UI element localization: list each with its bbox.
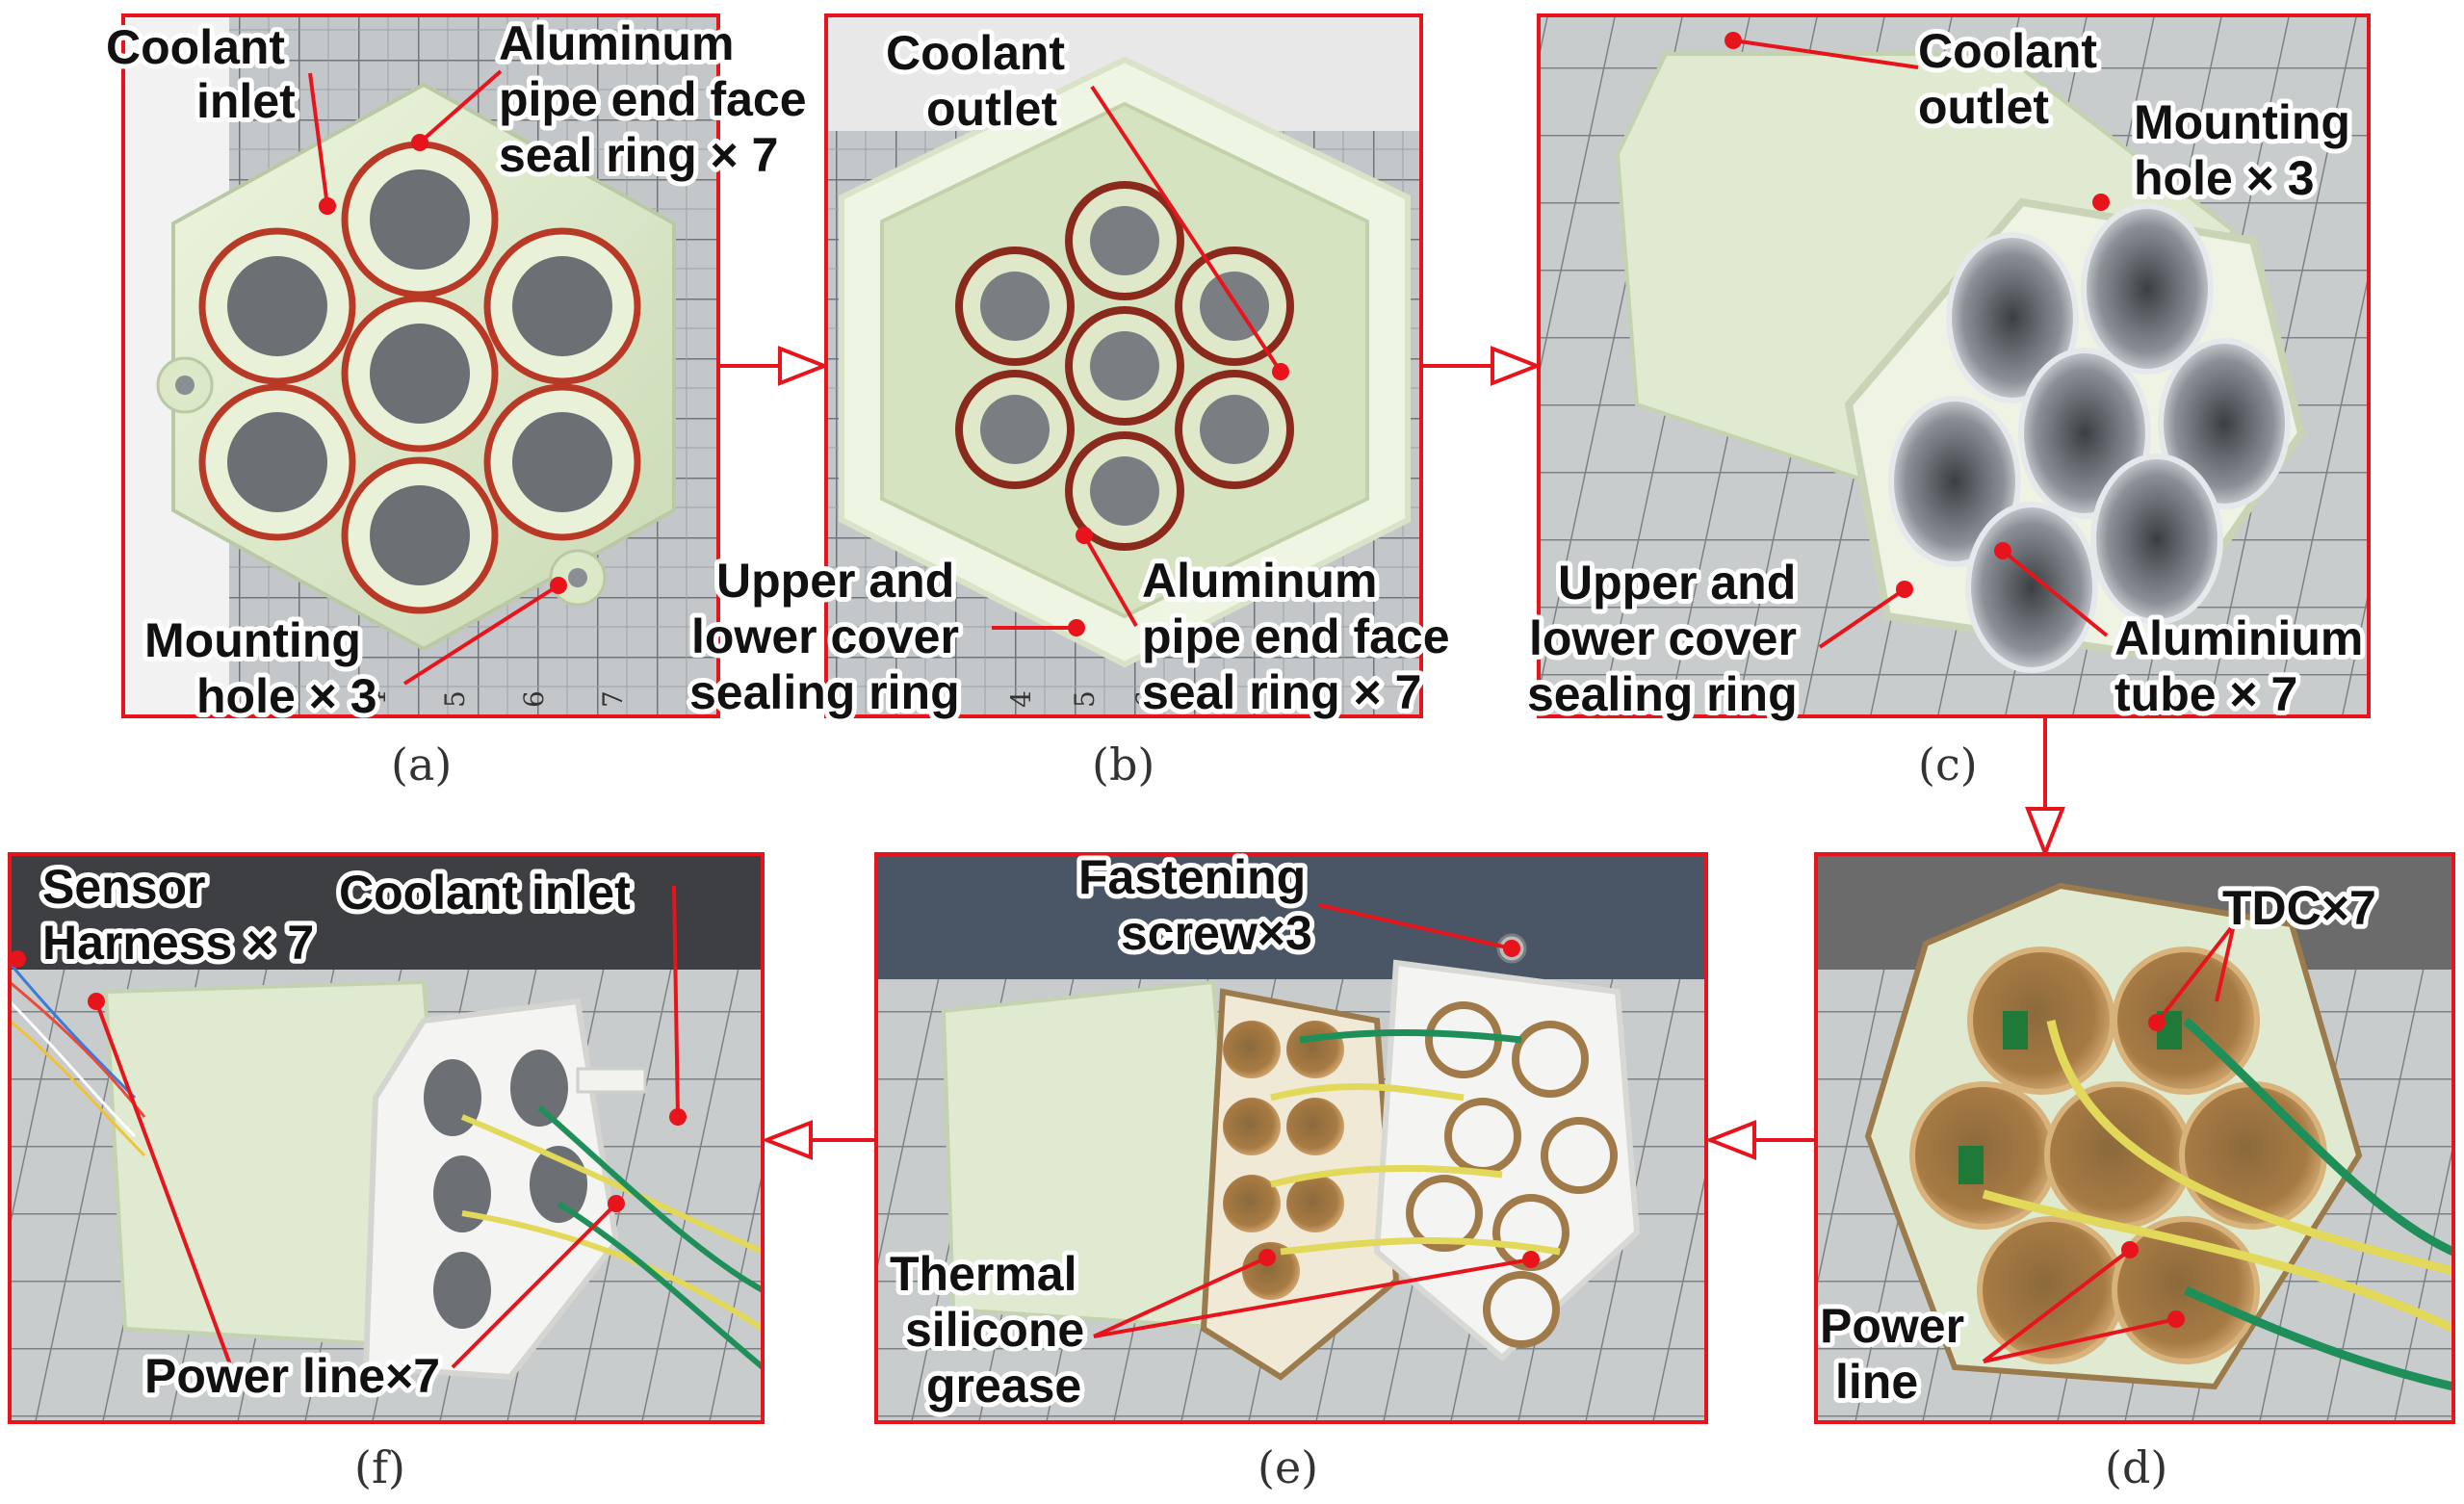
label-fastening-screw-line2: screw×3 bbox=[1121, 906, 1312, 960]
arrow-a-to-b bbox=[718, 346, 830, 386]
label-cover-seal-line3: sealing ring bbox=[689, 665, 960, 719]
label-cover-seal-line1: Upper and bbox=[716, 554, 954, 608]
panel-c-frame bbox=[1537, 13, 2371, 718]
caption-a: (a) bbox=[391, 739, 452, 791]
label-thermal-grease-line2: silicone bbox=[905, 1303, 1084, 1357]
label-aluminium-tube-line1: Aluminium bbox=[2114, 611, 2363, 665]
label-power-line-line2: line bbox=[1835, 1355, 1918, 1409]
label-power-line-line1: Power bbox=[1820, 1299, 1964, 1353]
panel-f-final-module: Sensor Harness × 7 Coolant inlet Power l… bbox=[8, 852, 765, 1493]
label-cover-seal-line2: lower cover bbox=[1529, 611, 1797, 665]
aluminum-seal-rings bbox=[198, 141, 641, 614]
ruler-number: 4 bbox=[360, 690, 392, 708]
label-aluminum-seal-line3: seal ring × 7 bbox=[499, 128, 778, 182]
caption-e: (e) bbox=[1258, 1441, 1318, 1493]
label-thermal-grease-line1: Thermal bbox=[890, 1247, 1077, 1301]
panel-e-fastened-cover: Fastening screw×3 Thermal silicone greas… bbox=[874, 845, 1708, 1493]
label-cover-seal-line2: lower cover bbox=[691, 609, 959, 663]
ruler-number: 6 bbox=[518, 690, 550, 708]
arrow-e-to-f bbox=[761, 1120, 876, 1160]
label-mounting-hole-line2: hole × 3 bbox=[196, 669, 377, 723]
panel-c-assembled-module: Coolant outlet Mounting hole × 3 Upper a… bbox=[1522, 13, 2371, 791]
power-wires bbox=[460, 1104, 763, 1370]
label-sensor-harness-line1: Sensor bbox=[42, 860, 206, 914]
caption-b: (b) bbox=[1092, 739, 1154, 791]
label-coolant-outlet-line1: Coolant bbox=[1918, 24, 2097, 78]
label-aluminum-seal-line1: Aluminum bbox=[499, 16, 734, 70]
caption-f: (f) bbox=[354, 1441, 405, 1493]
panel-d-tdc-installed: TDC×7 Power line (d) bbox=[1814, 852, 2455, 1493]
power-wires bbox=[1982, 1017, 2453, 1391]
arrow-d-to-e bbox=[1704, 1120, 1816, 1160]
ruler-number: 4 bbox=[1005, 690, 1037, 708]
label-coolant-inlet-line1: Coolant bbox=[106, 20, 285, 74]
label-aluminium-tube-line2: tube × 7 bbox=[2114, 667, 2297, 721]
label-aluminum-seal-line1: Aluminum bbox=[1142, 554, 1377, 608]
sensor-harness bbox=[10, 962, 146, 1157]
label-aluminum-seal-line2: pipe end face bbox=[499, 72, 807, 126]
label-aluminum-seal-line2: pipe end face bbox=[1142, 609, 1450, 663]
panel-e-photo bbox=[876, 854, 1706, 1422]
label-fastening-screw-line1: Fastening bbox=[1078, 850, 1306, 904]
label-mounting-hole-line1: Mounting bbox=[2134, 95, 2350, 149]
panel-a-lower-cover-seal-rings: 4 5 6 7 Coolant inlet Aluminum pipe end … bbox=[101, 12, 812, 791]
label-power-line: Power line×7 bbox=[144, 1349, 440, 1403]
ruler-number: 5 bbox=[1069, 690, 1101, 708]
arrow-c-to-d bbox=[2025, 716, 2065, 859]
panel-b-upper-cover: 4 5 6 Coolant outlet Upper and lower cov… bbox=[685, 13, 1455, 791]
power-wires bbox=[1270, 1029, 1561, 1256]
ruler-number: 5 bbox=[439, 690, 471, 708]
panel-f-photo bbox=[10, 854, 763, 1422]
caption-d: (d) bbox=[2105, 1441, 2167, 1493]
label-coolant-outlet-line1: Coolant bbox=[886, 26, 1065, 80]
label-coolant-inlet: Coolant inlet bbox=[339, 866, 631, 920]
label-cover-seal-line3: sealing ring bbox=[1527, 667, 1798, 721]
label-coolant-outlet-line2: outlet bbox=[1918, 80, 2049, 134]
label-thermal-grease-line3: grease bbox=[926, 1359, 1081, 1413]
ruler-number: 7 bbox=[597, 690, 629, 708]
label-mounting-hole-line1: Mounting bbox=[144, 613, 361, 667]
aluminum-seal-rings bbox=[955, 181, 1294, 551]
caption-c: (c) bbox=[1918, 739, 1978, 791]
panel-a-photo: 4 5 6 7 bbox=[123, 15, 718, 716]
label-mounting-hole-line2: hole × 3 bbox=[2134, 151, 2315, 205]
label-coolant-outlet-line2: outlet bbox=[926, 82, 1057, 136]
label-cover-seal-line1: Upper and bbox=[1558, 556, 1796, 609]
arrow-b-to-c bbox=[1421, 346, 1543, 386]
panel-f-frame bbox=[8, 852, 765, 1424]
label-tdc: TDC×7 bbox=[2222, 881, 2376, 935]
tdc-modules bbox=[1223, 1021, 1344, 1300]
panel-b-photo: 4 5 6 bbox=[826, 15, 1421, 716]
label-sensor-harness-line2: Harness × 7 bbox=[42, 916, 314, 970]
cover-rings bbox=[1406, 1001, 1618, 1348]
label-coolant-inlet-line2: inlet bbox=[196, 74, 296, 128]
ruler-number: 6 bbox=[1130, 690, 1162, 708]
label-aluminum-seal-line3: seal ring × 7 bbox=[1142, 665, 1421, 719]
panel-c-photo bbox=[1539, 15, 2369, 716]
